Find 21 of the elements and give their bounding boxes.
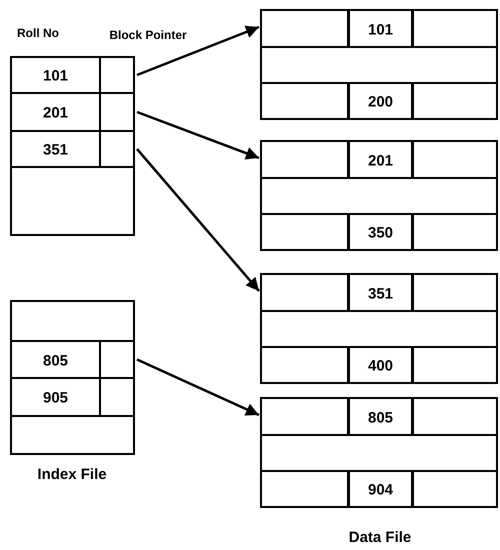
arrow <box>136 358 260 416</box>
key-cell: 101 <box>347 9 414 48</box>
key-cell: 805 <box>347 397 414 436</box>
pointer-cell <box>99 340 135 379</box>
arrow <box>136 26 260 76</box>
pointer-cell <box>99 377 135 417</box>
key-cell: 351 <box>347 273 414 312</box>
index-table <box>10 56 135 236</box>
pointer-cell <box>99 130 135 168</box>
table-caption: Index File <box>37 466 107 483</box>
table-caption: Data File <box>348 529 412 546</box>
index-table <box>10 300 135 455</box>
key-cell: 400 <box>347 346 414 384</box>
column-header: Roll No <box>17 26 59 40</box>
arrow <box>136 148 260 292</box>
key-cell: 201 <box>347 140 414 179</box>
column-header: Block Pointer <box>109 28 187 42</box>
key-cell: 200 <box>347 82 414 120</box>
key-cell: 904 <box>347 470 414 508</box>
arrow <box>136 110 260 160</box>
key-cell: 350 <box>347 213 414 251</box>
